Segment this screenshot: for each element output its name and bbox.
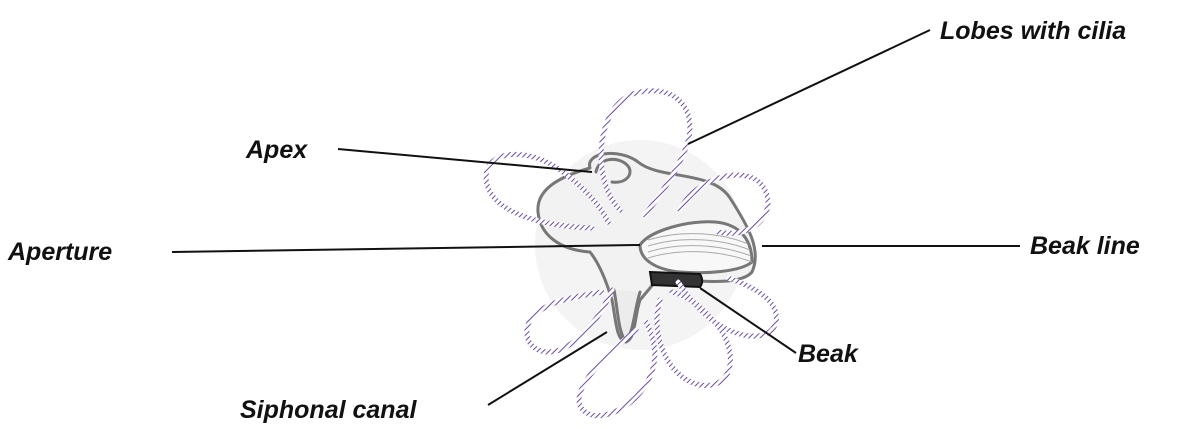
cilia-lobe-upper-right <box>677 172 771 236</box>
cilia-lobe-lower-left <box>524 287 615 355</box>
label-aperture: Aperture <box>8 238 113 266</box>
cilia-lobes <box>483 88 779 419</box>
cilia-lobe-top <box>598 88 693 218</box>
label-apex: Apex <box>246 136 308 164</box>
siphonal-canal <box>612 288 642 344</box>
label-lobes-with-cilia: Lobes with cilia <box>940 17 1127 45</box>
leader-apex <box>337 148 593 173</box>
cilia-lobe-bottom <box>576 319 658 419</box>
leader-beak <box>699 287 797 354</box>
beak-line-hatching <box>647 233 753 263</box>
leader-aperture <box>171 244 641 253</box>
label-beak: Beak <box>798 340 858 368</box>
leader-lobes-with-cilia <box>687 29 931 145</box>
beak <box>648 270 704 289</box>
leader-siphonal-canal <box>487 331 608 406</box>
label-siphonal-canal: Siphonal canal <box>240 396 417 424</box>
cilia-lobe-lower-right <box>654 289 733 388</box>
leader-lines <box>171 29 1020 406</box>
label-beak-line: Beak line <box>1030 232 1140 260</box>
cilia-lobe-left <box>483 151 611 231</box>
